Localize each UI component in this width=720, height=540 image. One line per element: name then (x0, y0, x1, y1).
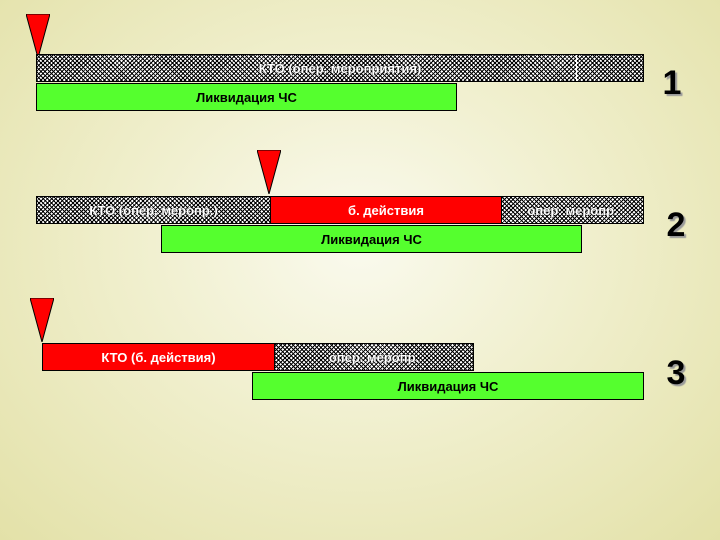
combat-bar: б. действия (270, 196, 502, 224)
oper-after-label: опер. меропр. (328, 349, 420, 365)
liquidation-label: Ликвидация ЧС (397, 378, 499, 394)
start-marker-icon (257, 150, 281, 194)
start-marker-icon (30, 298, 54, 342)
liquidation-bar: Ликвидация ЧС (36, 83, 457, 111)
divider (576, 55, 577, 81)
oper-after-label: опер. меропр. (527, 202, 618, 218)
kto-hatched-bar: КТО (опер. меропр.) (36, 196, 271, 224)
kto-hatched-label: КТО (опер. мероприятия) (258, 60, 422, 76)
kto-combat-label: КТО (б. действия) (101, 349, 216, 365)
start-marker-icon (26, 14, 50, 58)
oper-after-bar: опер. меропр. (501, 196, 644, 224)
liquidation-label: Ликвидация ЧС (321, 231, 422, 247)
scenario-number: 1 (662, 64, 682, 102)
kto-combat-bar: КТО (б. действия) (42, 343, 275, 371)
liquidation-bar: Ликвидация ЧС (252, 372, 644, 400)
scenario-number: 3 (666, 354, 686, 392)
liquidation-bar: Ликвидация ЧС (161, 225, 582, 253)
kto-hatched-bar: КТО (опер. мероприятия) (36, 54, 644, 82)
liquidation-label: Ликвидация ЧС (196, 89, 297, 105)
oper-after-bar: опер. меропр. (274, 343, 474, 371)
combat-label: б. действия (348, 202, 424, 218)
kto-hatched-label: КТО (опер. меропр.) (89, 202, 218, 218)
scenario-number: 2 (666, 206, 686, 244)
